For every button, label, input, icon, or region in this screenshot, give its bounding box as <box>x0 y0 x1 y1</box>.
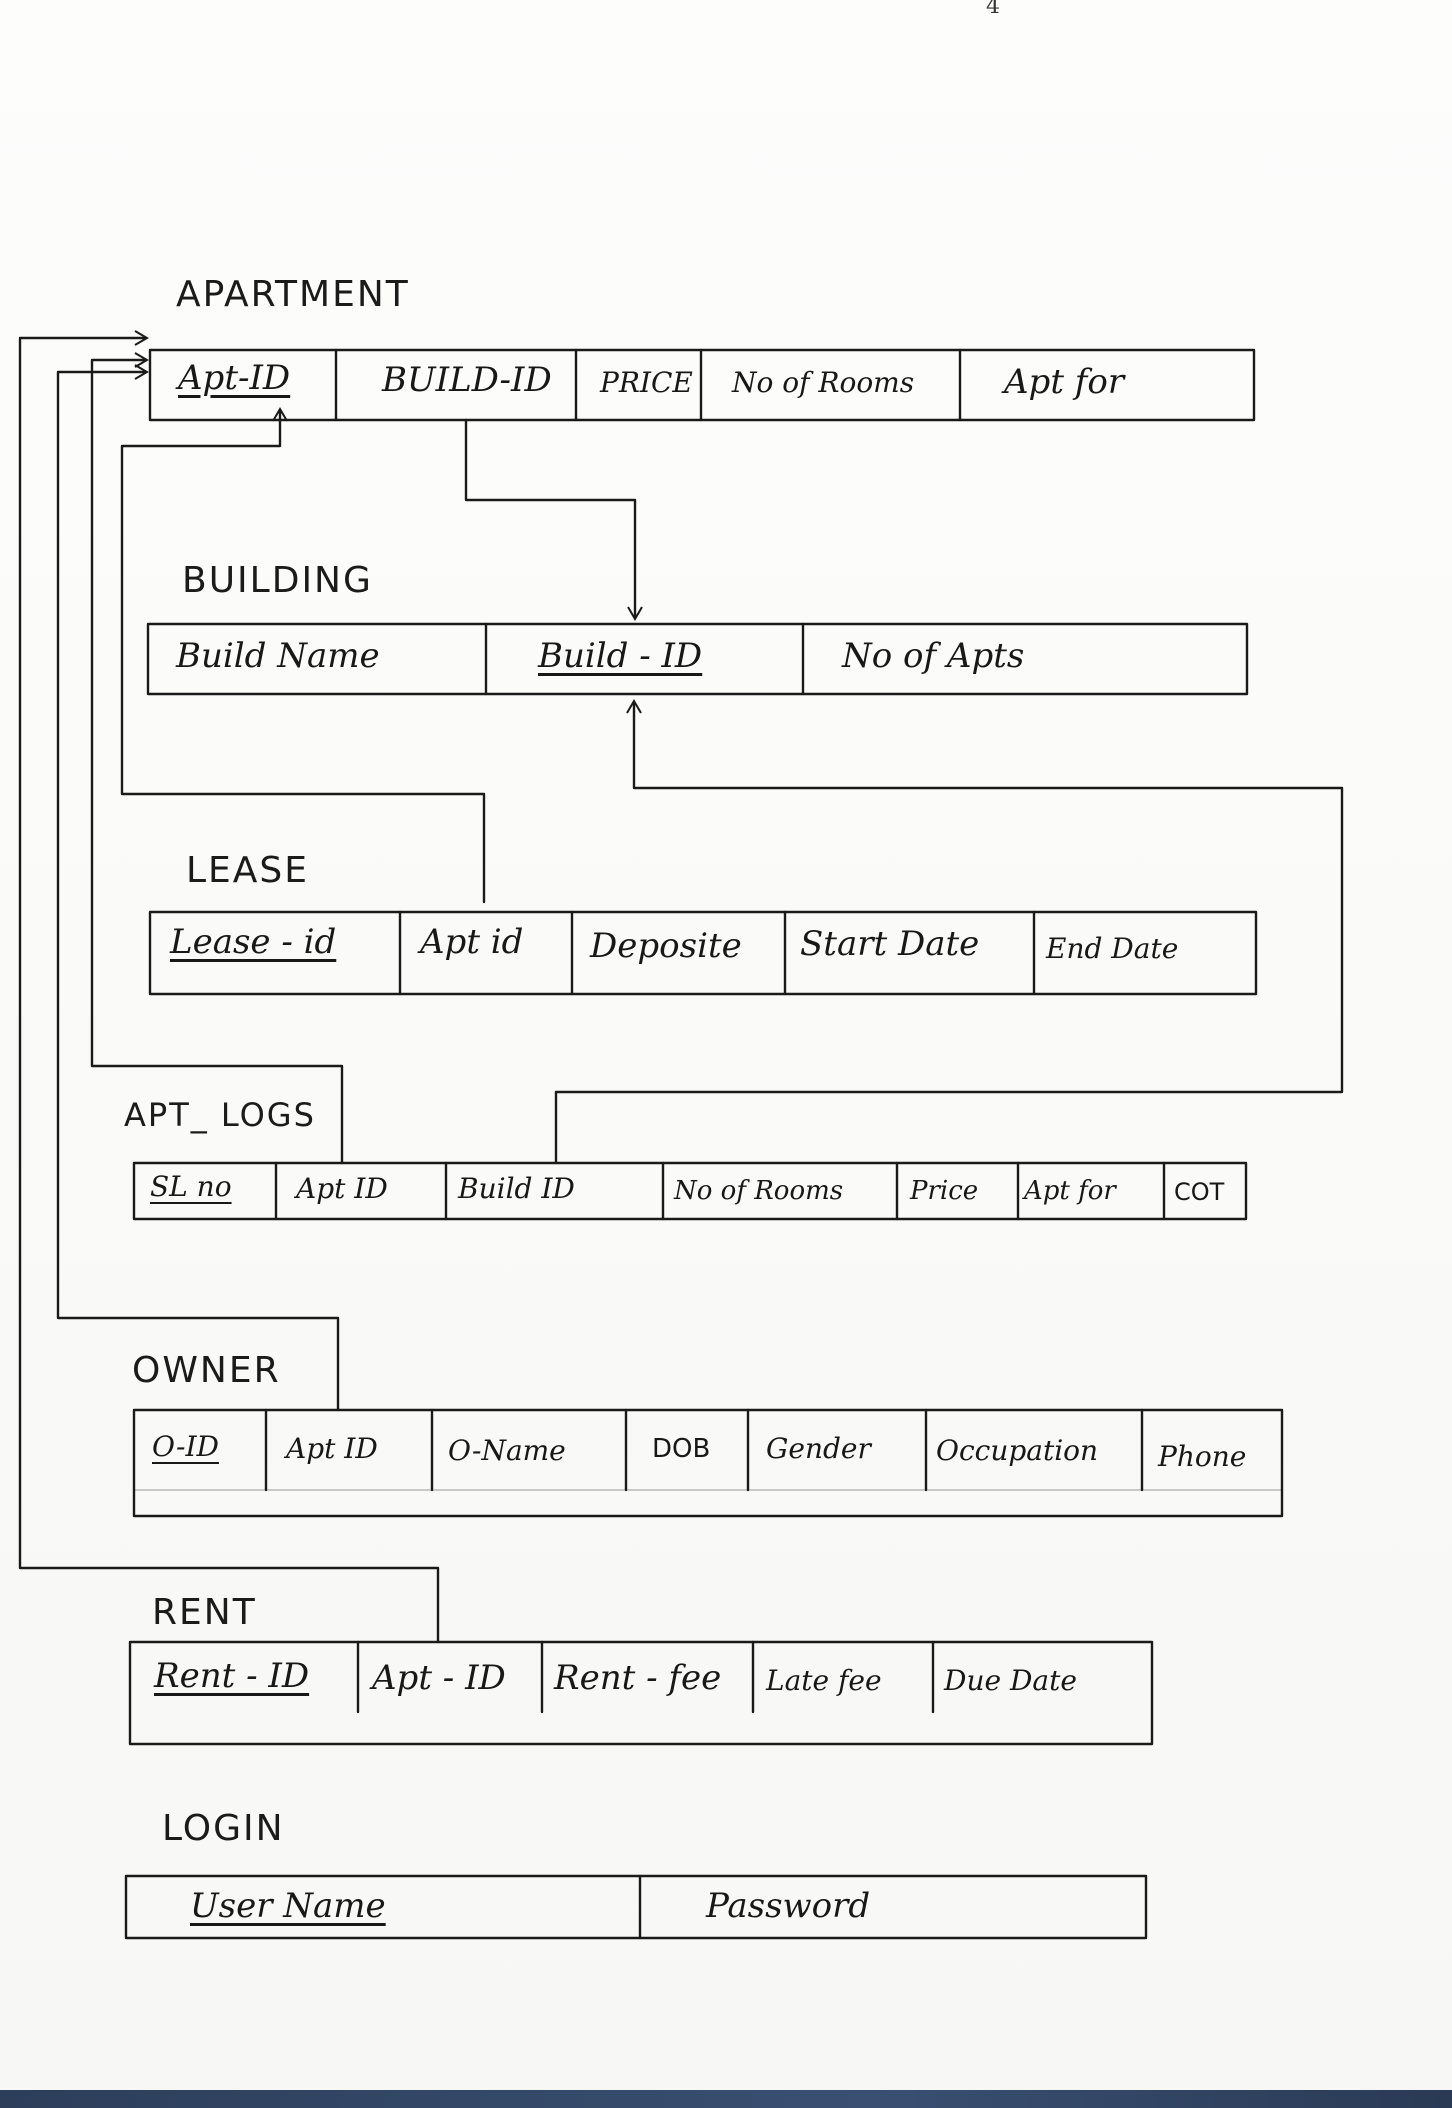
rent-col-rent-id: Rent - ID <box>154 1656 310 1696</box>
login-col-user-name: User Name <box>190 1886 386 1926</box>
apt-logs-col-apt-for: Apt for <box>1024 1176 1116 1206</box>
apt-logs-title: APT_ LOGS <box>124 1096 316 1134</box>
apartment-title: APARTMENT <box>176 274 410 315</box>
login-table-box <box>124 1874 1148 1940</box>
apt-logs-col-build-id: Build ID <box>458 1172 575 1205</box>
apartment-col-price: PRICE <box>600 366 693 399</box>
rent-col-apt-id: Apt - ID <box>372 1658 506 1698</box>
apt-logs-col-no-of-rooms: No of Rooms <box>674 1176 844 1206</box>
apartment-col-build-id: BUILD-ID <box>382 360 552 400</box>
lease-apartment-link <box>120 407 486 904</box>
apt-logs-col-sl-no: SL no <box>150 1170 232 1203</box>
owner-table-box <box>132 1408 1284 1518</box>
owner-col-o-id: O-ID <box>152 1430 219 1463</box>
apartment-table-box <box>148 348 1256 422</box>
building-col-no-of-apts: No of Apts <box>842 636 1025 676</box>
lease-col-start-date: Start Date <box>800 924 980 964</box>
apartment-col-apt-for: Apt for <box>1004 362 1125 402</box>
building-title: BUILDING <box>182 560 373 601</box>
lease-col-apt-id: Apt id <box>420 922 524 962</box>
aptlogs-building-link <box>554 699 1344 1165</box>
rent-title: RENT <box>152 1592 257 1633</box>
login-col-password: Password <box>706 1886 871 1926</box>
building-table-box <box>146 622 1249 696</box>
building-col-build-name: Build Name <box>176 636 380 676</box>
aptlogs-apartment-link <box>90 352 344 1165</box>
owner-col-phone: Phone <box>1158 1440 1247 1473</box>
apt-logs-table-box <box>132 1161 1248 1221</box>
owner-col-o-name: O-Name <box>448 1434 566 1467</box>
rent-col-due-date: Due Date <box>944 1664 1077 1697</box>
apartment-col-no-of-rooms: No of Rooms <box>732 366 915 399</box>
owner-title: OWNER <box>132 1350 281 1391</box>
rent-col-late-fee: Late fee <box>766 1664 882 1697</box>
login-title: LOGIN <box>162 1808 285 1849</box>
owner-apartment-link <box>56 364 340 1412</box>
lease-table-box <box>148 910 1258 996</box>
lease-col-lease-id: Lease - id <box>170 922 337 962</box>
page-number: 4 <box>986 0 1000 19</box>
apt-logs-col-price: Price <box>910 1176 979 1206</box>
apartment-building-link <box>464 418 643 621</box>
owner-col-occupation: Occupation <box>936 1434 1099 1467</box>
rent-table-box <box>128 1640 1154 1746</box>
owner-col-gender: Gender <box>766 1432 871 1465</box>
lease-title: LEASE <box>186 850 310 891</box>
lease-col-deposite: Deposite <box>590 926 742 966</box>
apt-logs-col-cot: COT <box>1174 1178 1225 1206</box>
apt-logs-col-apt-id: Apt ID <box>296 1172 388 1205</box>
lease-col-end-date: End Date <box>1046 932 1179 965</box>
rent-col-rent-fee: Rent - fee <box>554 1658 722 1698</box>
owner-col-dob: DOB <box>652 1434 711 1464</box>
owner-col-apt-id: Apt ID <box>286 1432 378 1465</box>
desk-edge <box>0 2090 1452 2108</box>
rent-apartment-link <box>18 330 440 1644</box>
apartment-col-apt-id: Apt-ID <box>178 358 291 398</box>
building-col-build-id: Build - ID <box>538 636 703 676</box>
